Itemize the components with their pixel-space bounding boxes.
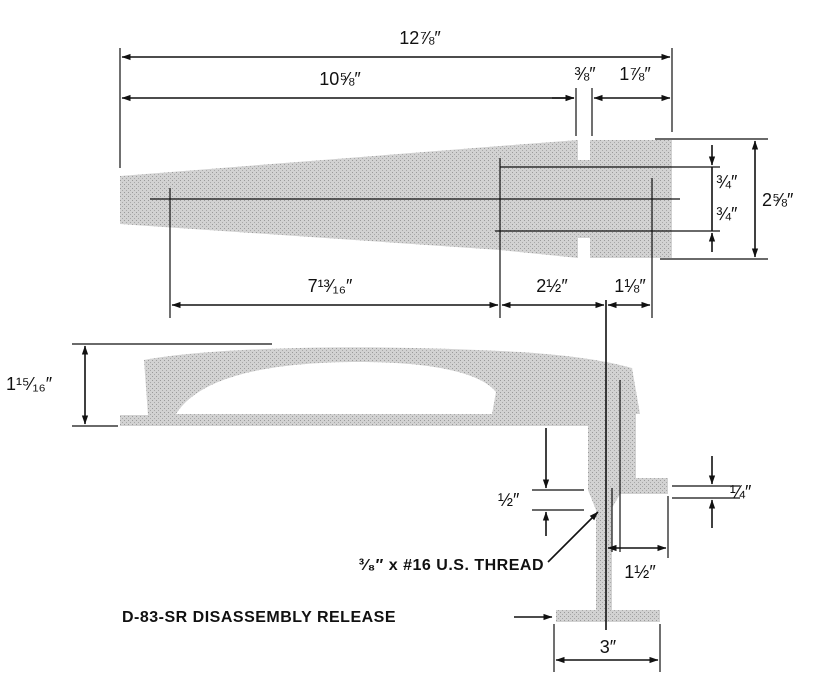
dim-slot-width: ⅜″ <box>552 64 596 102</box>
release-callout-label: D-83-SR DISASSEMBLY RELEASE <box>122 609 396 626</box>
thread-callout: ³⁄₈″ x #16 U.S. THREAD <box>359 511 599 574</box>
dim-base-width: 3″ <box>555 637 659 664</box>
dim-mid-distance-label: 2½″ <box>536 276 568 296</box>
dim-arm-width: 2⅝″ <box>751 140 794 258</box>
dim-upper-offset: ¾″ <box>708 145 738 199</box>
dim-collar-gap-label: ½″ <box>498 490 520 510</box>
dim-lower-offset: ¾″ <box>708 199 738 252</box>
dim-arm-length: 10⅝″ <box>121 69 575 102</box>
side-view <box>72 300 669 672</box>
dim-arm-width-label: 2⅝″ <box>762 190 794 210</box>
dim-base-width-label: 3″ <box>600 637 617 657</box>
dim-flange-thickness: ¼″ <box>672 456 752 528</box>
dim-post-offset-label: 1⅛″ <box>614 276 646 296</box>
dim-lower-offset-label: ¾″ <box>716 204 738 224</box>
dim-overall-length-label: 12⅞″ <box>399 28 441 48</box>
dim-hole-distance: 7¹³⁄₁₆″ <box>171 276 499 309</box>
dim-upper-offset-label: ¾″ <box>716 172 738 192</box>
dim-mid-distance: 2½″ <box>501 276 605 309</box>
dim-tip-length-label: 1⅞″ <box>619 64 651 84</box>
dim-overall-length: 12⅞″ <box>121 28 671 61</box>
dim-flange-thickness-label: ¼″ <box>730 482 752 502</box>
top-view <box>119 48 768 318</box>
dim-side-height: 1¹⁵⁄₁₆″ <box>6 345 89 425</box>
arm-side-shape <box>120 347 668 622</box>
dim-collar-gap: ½″ <box>498 428 584 536</box>
release-callout: D-83-SR DISASSEMBLY RELEASE <box>122 609 553 626</box>
dim-post-to-flange: 1½″ <box>607 544 667 582</box>
dim-hole-distance-label: 7¹³⁄₁₆″ <box>308 276 353 296</box>
dim-slot-width-label: ⅜″ <box>574 64 596 84</box>
arm-side-cutout <box>176 362 496 414</box>
dim-arm-length-label: 10⅝″ <box>319 69 361 89</box>
dim-post-to-flange-label: 1½″ <box>624 562 656 582</box>
dim-tip-length: 1⅞″ <box>593 64 671 102</box>
dim-side-height-label: 1¹⁵⁄₁₆″ <box>6 374 53 394</box>
dim-post-offset: 1⅛″ <box>607 276 651 309</box>
thread-callout-label: ³⁄₈″ x #16 U.S. THREAD <box>359 557 544 574</box>
